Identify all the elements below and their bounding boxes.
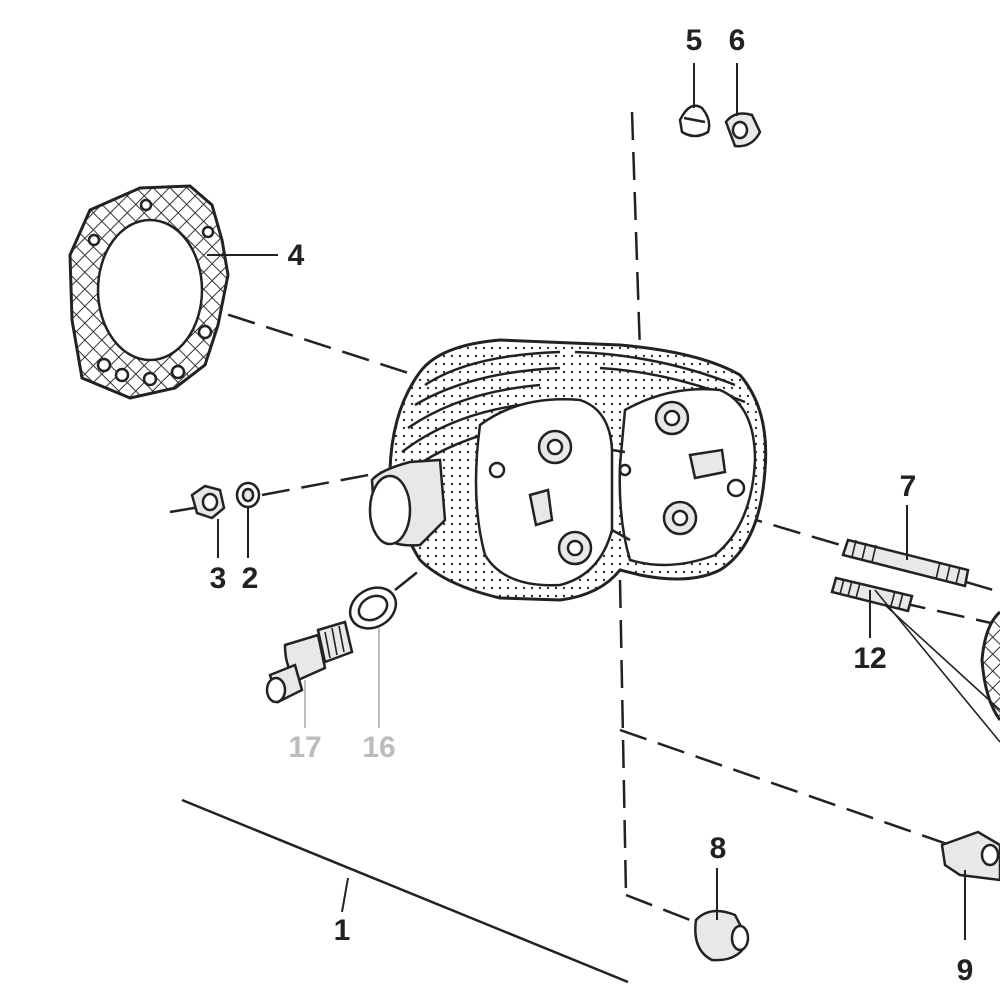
callout-17: 17 bbox=[288, 731, 321, 764]
sealing-ring-part bbox=[348, 586, 398, 630]
long-stud-part bbox=[841, 538, 970, 588]
washer-part bbox=[235, 481, 261, 509]
callout-5: 5 bbox=[686, 24, 703, 57]
callout-2: 2 bbox=[242, 562, 259, 595]
callout-6: 6 bbox=[729, 24, 746, 57]
callout-1: 1 bbox=[334, 914, 351, 947]
callout-8: 8 bbox=[710, 832, 727, 865]
callout-labels: 1 2 3 4 5 6 7 8 9 12 16 17 bbox=[210, 24, 974, 987]
cap-part bbox=[678, 104, 711, 138]
clamp-block-part bbox=[940, 830, 1000, 882]
bushing-part bbox=[694, 909, 750, 962]
callout-4: 4 bbox=[288, 239, 305, 272]
threaded-fitting-part bbox=[265, 620, 354, 704]
long-tube-part bbox=[181, 798, 629, 984]
leader-lines bbox=[207, 63, 966, 940]
cylinder-head-part bbox=[368, 338, 768, 602]
callout-16: 16 bbox=[362, 731, 395, 764]
nut-part bbox=[190, 484, 226, 520]
cap-nut-part bbox=[724, 112, 762, 148]
sprocket-part bbox=[874, 589, 1000, 743]
callout-3: 3 bbox=[210, 562, 227, 595]
callout-12: 12 bbox=[853, 642, 886, 675]
callout-9: 9 bbox=[957, 954, 974, 987]
short-stud-part bbox=[830, 576, 914, 613]
head-gasket-part bbox=[68, 184, 230, 400]
callout-7: 7 bbox=[900, 470, 917, 503]
